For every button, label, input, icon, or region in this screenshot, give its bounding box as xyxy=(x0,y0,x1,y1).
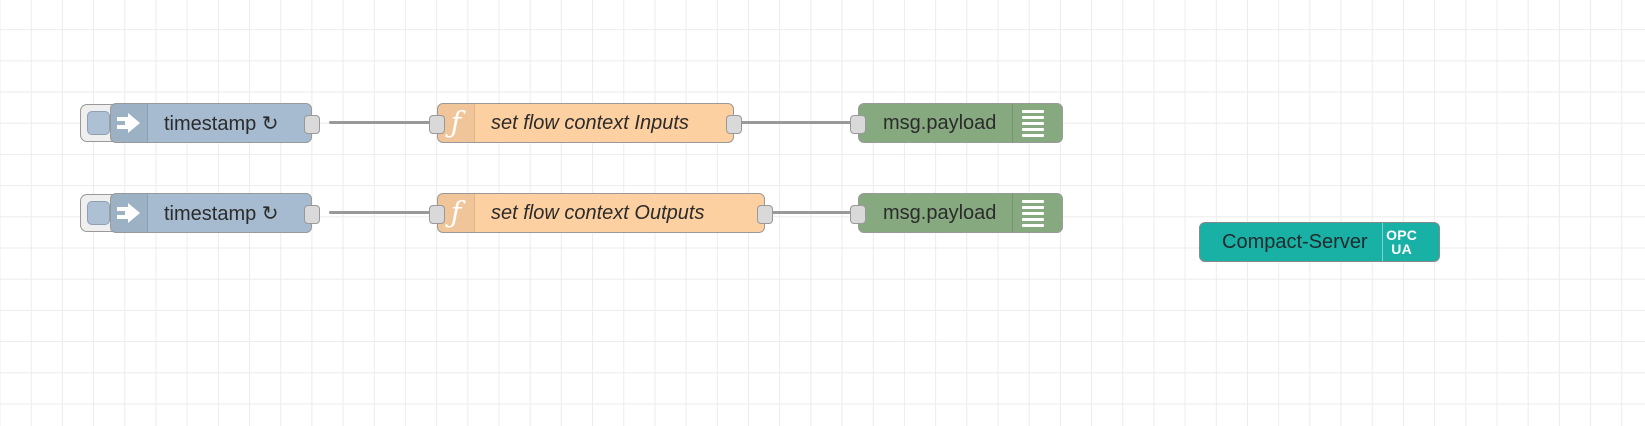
inject-button-pad xyxy=(87,111,110,135)
inject-output-port-2[interactable] xyxy=(304,205,320,224)
function-output-port-1[interactable] xyxy=(726,115,742,134)
wire-function-to-debug-1[interactable] xyxy=(734,121,858,124)
debug-hamburger-glyph xyxy=(1022,199,1045,227)
inject-node-label-2: timestamp ↻ xyxy=(164,202,279,225)
debug-hamburger-glyph xyxy=(1022,109,1045,137)
inject-arrow-icon xyxy=(111,194,148,232)
debug-enable-toggle-2[interactable] xyxy=(1055,198,1077,228)
opc-ua-badge-bottom: UA xyxy=(1391,241,1412,257)
function-f-glyph: ƒ xyxy=(450,194,462,229)
debug-node-label-2: msg.payload xyxy=(883,201,997,224)
inject-node-label-1: timestamp ↻ xyxy=(164,112,279,135)
inject-node-2[interactable]: timestamp ↻ xyxy=(80,191,320,235)
wire-function-to-debug-2[interactable] xyxy=(765,211,858,214)
inject-node-body-2[interactable]: timestamp ↻ xyxy=(110,193,320,233)
inject-node-1[interactable]: timestamp ↻ xyxy=(80,101,320,145)
debug-input-port-2[interactable] xyxy=(850,205,866,224)
opc-ua-icon: OPC UA xyxy=(1381,223,1421,261)
inject-button-pad xyxy=(87,201,110,225)
debug-input-port-1[interactable] xyxy=(850,115,866,134)
opcua-server-label: Compact-Server xyxy=(1222,230,1368,253)
function-input-port-2[interactable] xyxy=(429,205,445,224)
function-f-glyph: ƒ xyxy=(450,104,462,139)
wire-inject-to-function-1[interactable] xyxy=(329,121,437,124)
debug-list-icon xyxy=(1012,194,1053,232)
inject-node-body-1[interactable]: timestamp ↻ xyxy=(110,103,320,143)
inject-output-port-1[interactable] xyxy=(304,115,320,134)
debug-node-1[interactable]: msg.payload xyxy=(850,103,1077,143)
function-input-port-1[interactable] xyxy=(429,115,445,134)
function-node-label-2: set flow context Outputs xyxy=(491,201,705,224)
function-output-port-2[interactable] xyxy=(757,205,773,224)
function-node-label-1: set flow context Inputs xyxy=(491,111,689,134)
opc-ua-badge-top: OPC xyxy=(1386,226,1418,243)
debug-enable-toggle-1[interactable] xyxy=(1055,108,1077,138)
inject-arrow-icon xyxy=(111,104,148,142)
function-node-1[interactable]: ƒ set flow context Inputs xyxy=(429,103,742,143)
debug-node-label-1: msg.payload xyxy=(883,111,997,134)
wire-inject-to-function-2[interactable] xyxy=(329,211,437,214)
debug-node-2[interactable]: msg.payload xyxy=(850,193,1077,233)
function-node-2[interactable]: ƒ set flow context Outputs xyxy=(429,193,773,233)
debug-list-icon xyxy=(1012,104,1053,142)
function-f-icon: ƒ xyxy=(438,104,475,142)
opcua-compact-server-node[interactable]: Compact-Server OPC UA xyxy=(1199,222,1440,262)
